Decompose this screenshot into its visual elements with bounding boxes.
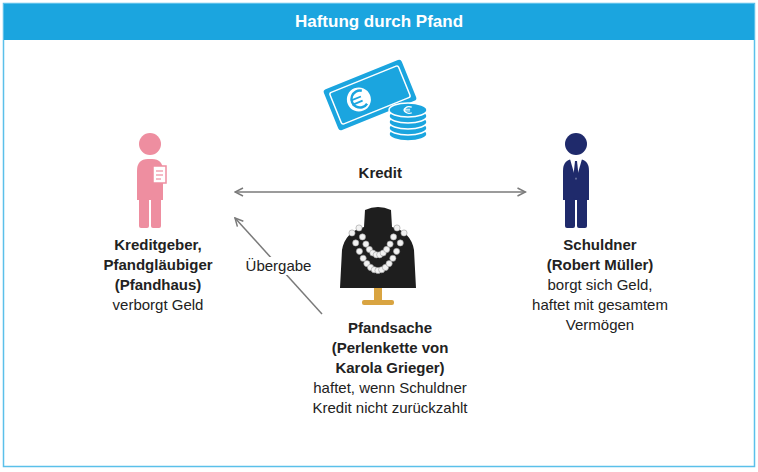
credit-arrow <box>235 191 526 193</box>
paper <box>153 166 166 183</box>
connector-label: Übergabe <box>242 257 316 275</box>
pearl <box>390 255 396 261</box>
pearl <box>387 241 393 247</box>
connector-label: Kredit <box>359 164 402 182</box>
node-description: borgt sich Geld, haftet mit gesamtem Ver… <box>528 275 673 335</box>
pearl <box>360 255 366 261</box>
node-heading: Pfandsache (Perlenkette von Karola Grieg… <box>310 318 470 378</box>
euro-arc <box>404 107 411 113</box>
pearl <box>386 261 392 267</box>
tie <box>574 161 579 179</box>
euro-arc <box>349 89 368 110</box>
stand-pole <box>374 287 382 301</box>
euro-disc <box>343 84 374 115</box>
pearl <box>393 248 399 254</box>
debtor-node: Schuldner (Robert Müller)borgt sich Geld… <box>528 125 673 335</box>
euro-bar <box>404 109 410 110</box>
creditor-figure <box>137 133 166 228</box>
pearl <box>359 234 365 240</box>
paper-line <box>156 178 161 179</box>
pearl <box>397 240 403 246</box>
figure-head <box>565 133 587 155</box>
pearl <box>356 248 362 254</box>
figure-leg <box>139 198 149 228</box>
bust <box>340 207 416 288</box>
node-description: verborgt Geld <box>83 295 233 315</box>
figure-head <box>139 133 161 155</box>
diagram-title: Haftung durch Pfand <box>4 4 754 40</box>
shirt <box>570 159 582 180</box>
stand-base <box>362 300 394 305</box>
pearl <box>384 246 390 252</box>
figure-leg <box>565 198 575 228</box>
pearl-strands <box>349 225 407 274</box>
euro-symbol <box>404 107 412 113</box>
debtor-figure <box>563 133 589 228</box>
coin <box>389 103 427 117</box>
pearl <box>363 241 369 247</box>
euro-bar <box>351 97 361 101</box>
euro-bar <box>352 101 362 105</box>
frame <box>4 4 755 467</box>
figure-leg <box>151 198 161 228</box>
creditor-node: Kreditgeber, Pfandgläubiger (Pfandhaus)v… <box>83 125 233 315</box>
handover-arrow <box>235 218 322 314</box>
paper-line <box>156 174 163 175</box>
euro-bar <box>404 110 410 111</box>
pearl <box>394 225 400 231</box>
pearl <box>390 234 396 240</box>
pledge-node: Pfandsache (Perlenkette von Karola Grieg… <box>310 318 470 418</box>
pearl <box>353 240 359 246</box>
figure-leg <box>577 198 587 228</box>
paper-line <box>156 170 163 171</box>
figure-torso <box>563 159 589 200</box>
node-heading: Schuldner (Robert Müller) <box>528 235 673 275</box>
coin-stack <box>389 103 427 141</box>
euro-symbol <box>348 89 367 110</box>
figure-torso <box>137 159 163 200</box>
necklace-bust <box>340 207 416 305</box>
node-heading: Kreditgeber, Pfandgläubiger (Pfandhaus) <box>83 235 233 295</box>
pearl <box>349 230 355 236</box>
pearl <box>356 225 362 231</box>
title-bar <box>4 4 754 40</box>
pearl <box>401 230 407 236</box>
node-description: haftet, wenn Schuldner Kredit nicht zurü… <box>310 378 470 418</box>
